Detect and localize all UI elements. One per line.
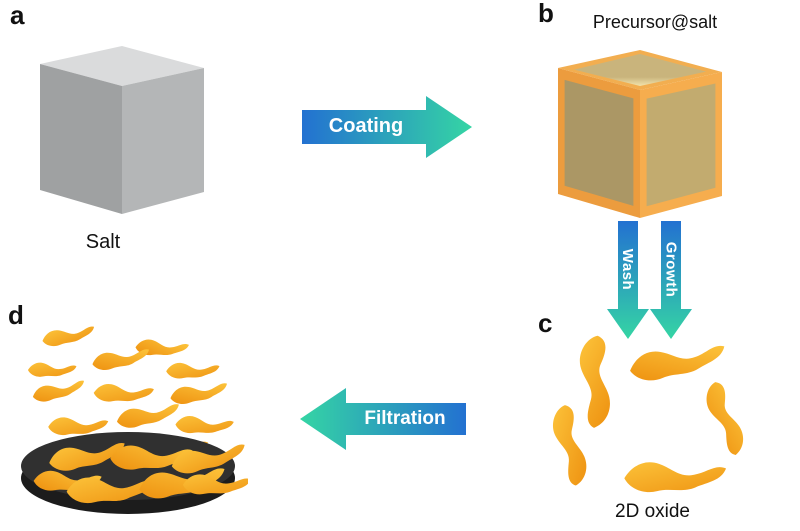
wash-arrow-icon bbox=[607, 221, 649, 339]
coating-arrow-icon bbox=[302, 96, 472, 158]
wash-arrow-text: Wash bbox=[619, 248, 637, 290]
2d-oxide-flakes-graphic bbox=[551, 334, 747, 498]
panel-label-c: c bbox=[538, 308, 553, 338]
panel-label-a: a bbox=[10, 0, 25, 30]
growth-arrow-text: Growth bbox=[662, 241, 680, 297]
growth-arrow-icon bbox=[650, 221, 692, 339]
caption-salt: Salt bbox=[85, 231, 121, 253]
filtration-arrow-label: Filtration bbox=[364, 408, 446, 429]
coating-arrow-label: Coating bbox=[328, 114, 404, 137]
panel-label-b: b bbox=[538, 0, 554, 28]
wash-arrow-label: Wash bbox=[607, 221, 649, 317]
growth-arrow-label: Growth bbox=[650, 221, 692, 317]
caption-precursor-at-salt: Precursor@salt bbox=[592, 12, 718, 32]
caption-2d-oxide: 2D oxide bbox=[615, 501, 690, 522]
filtration-arrow-icon bbox=[300, 388, 466, 450]
precursor-coated-cube-graphic bbox=[558, 50, 722, 218]
salt-cube-graphic bbox=[40, 46, 204, 214]
panel-label-d: d bbox=[8, 300, 24, 330]
filtration-stack-graphic bbox=[21, 326, 248, 514]
